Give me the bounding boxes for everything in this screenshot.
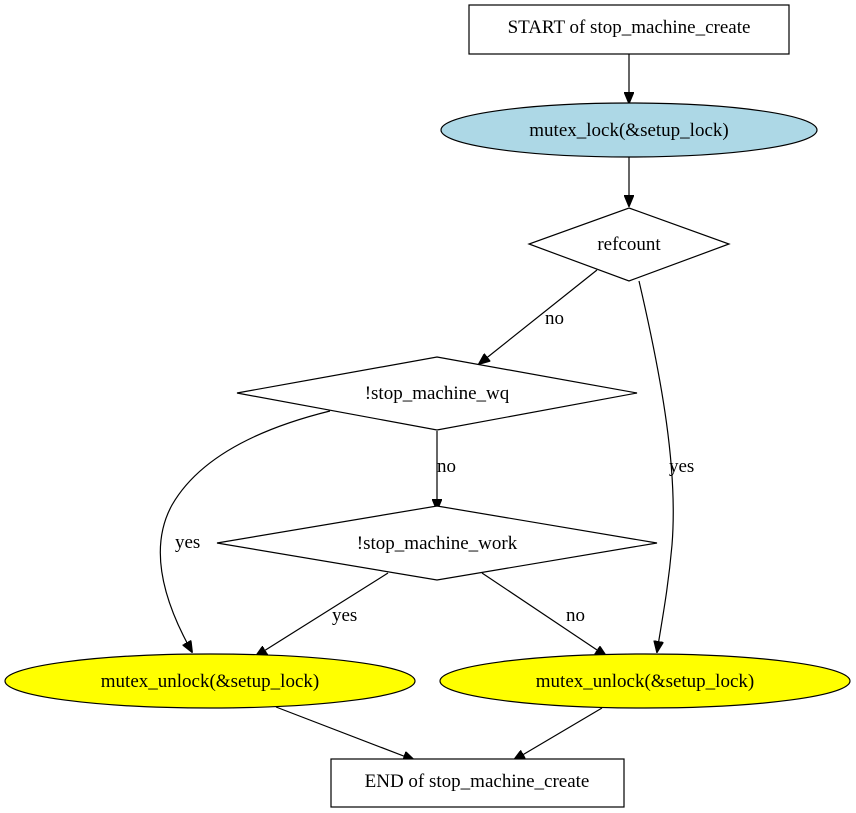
unlock-left-node: mutex_unlock(&setup_lock) (4, 653, 416, 709)
work-check-label: !stop_machine_work (357, 533, 518, 554)
wq-check-diamond (236, 356, 638, 431)
unlock-left-label: mutex_unlock(&setup_lock) (101, 671, 319, 692)
end-node: END of stop_machine_create (330, 758, 625, 808)
edge-label-work-yes: yes (332, 605, 357, 626)
unlock-right-label: mutex_unlock(&setup_lock) (536, 671, 754, 692)
edge-work-to-unlock-right (481, 572, 606, 656)
end-box (330, 758, 625, 808)
start-node: START of stop_machine_create (468, 4, 790, 55)
work-check-diamond (216, 505, 658, 581)
edge-labels: no yes yes no yes no (175, 308, 694, 626)
edge-work-to-unlock-left (256, 572, 389, 656)
nodes: START of stop_machine_create mutex_lock(… (4, 4, 851, 808)
wq-check-label: !stop_machine_wq (365, 383, 510, 404)
lock-node: mutex_lock(&setup_lock) (440, 102, 818, 158)
edge-label-wq-no: no (437, 456, 456, 477)
edge-unlock-left-to-end (275, 706, 414, 760)
edge-refcount-to-unlock-right (638, 280, 674, 652)
refcount-node: refcount (527, 207, 731, 282)
edge-unlock-right-to-end (514, 707, 603, 760)
edge-label-refcount-yes: yes (669, 456, 694, 477)
start-label: START of stop_machine_create (508, 17, 751, 38)
edge-refcount-to-wq (479, 269, 598, 364)
start-box (468, 4, 790, 55)
unlock-right-ellipse (439, 653, 851, 709)
work-check-node: !stop_machine_work (216, 505, 658, 581)
lock-ellipse (440, 102, 818, 158)
refcount-diamond (527, 207, 731, 282)
edge-label-wq-yes: yes (175, 532, 200, 553)
lock-label: mutex_lock(&setup_lock) (529, 120, 728, 141)
end-label: END of stop_machine_create (365, 771, 590, 792)
edges (159, 54, 674, 760)
refcount-label: refcount (597, 234, 661, 255)
edge-label-work-no: no (566, 605, 585, 626)
edge-wq-to-unlock-left (159, 410, 331, 652)
edge-label-refcount-no: no (545, 308, 564, 329)
unlock-left-ellipse (4, 653, 416, 709)
wq-check-node: !stop_machine_wq (236, 356, 638, 431)
unlock-right-node: mutex_unlock(&setup_lock) (439, 653, 851, 709)
